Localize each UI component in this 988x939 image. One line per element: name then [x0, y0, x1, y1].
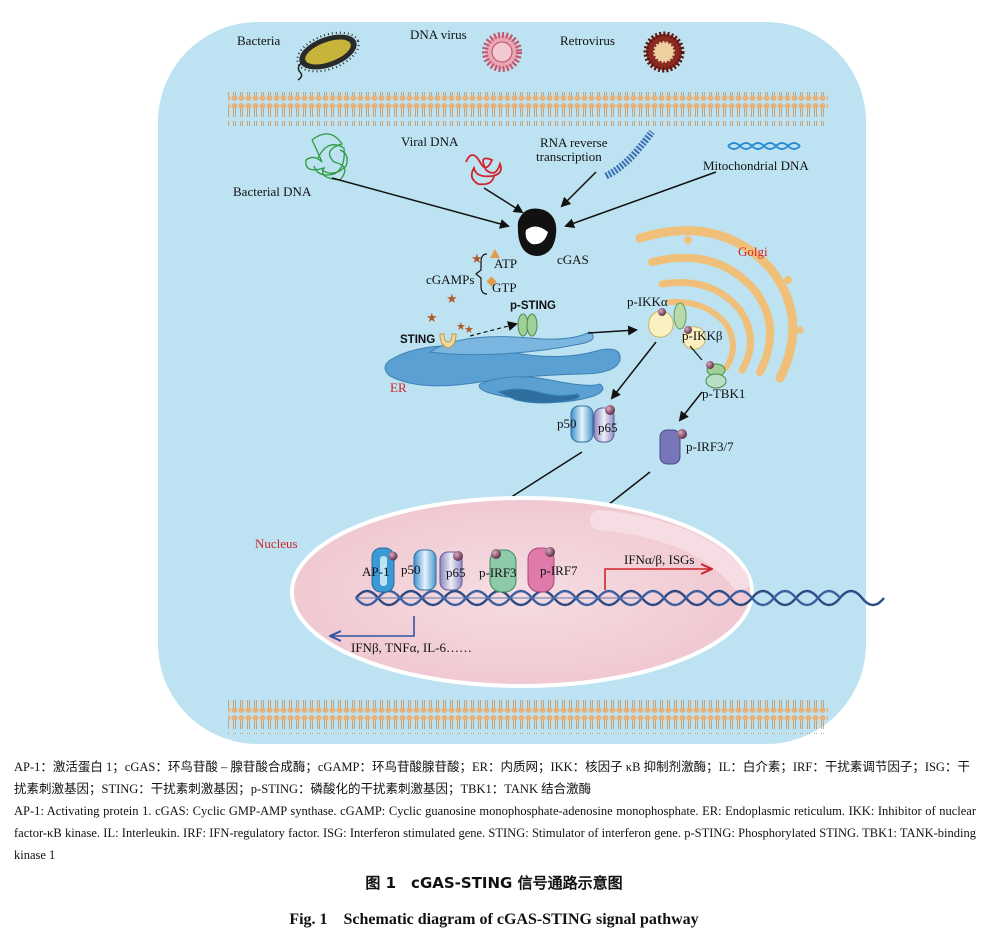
rna-rt-label-1: RNA reverse: [540, 135, 608, 150]
p-sting-protein: [517, 313, 538, 337]
p65-label: p65: [598, 420, 618, 435]
link-ikk-tbk1: [689, 345, 703, 361]
bacteria-icon: [296, 31, 360, 81]
ikk-green-protein: [673, 302, 687, 330]
p-ikkb-protein: [682, 326, 706, 350]
p-tbk1-label: p-TBK1: [702, 386, 745, 401]
ap1-protein: [371, 547, 398, 593]
golgi-organelle: [635, 226, 798, 383]
retrovirus-label: Retrovirus: [560, 33, 615, 48]
arrow-cytokine-output: [332, 616, 415, 636]
p-sting-label: p-STING: [510, 300, 556, 312]
cgamp-star-icon: ★: [446, 291, 458, 306]
caption-chinese: AP-1：激活蛋白 1；cGAS：环鸟苷酸 – 腺苷酸合成酶；cGAMP：环鸟苷…: [14, 760, 970, 796]
figure-title-english: Fig. 1 Schematic diagram of cGAS-STING s…: [289, 911, 699, 928]
gtp-icon: [486, 276, 497, 287]
caption-english: AP-1: Activating protein 1. cGAS: Cyclic…: [14, 804, 976, 862]
p-irf3-label: p-IRF3: [479, 565, 517, 580]
plasma-membrane-top: [228, 92, 828, 126]
ap1-label: AP-1: [362, 564, 389, 579]
p-irf7-label: p-IRF7: [540, 563, 578, 578]
p-irf7-protein: [527, 547, 555, 593]
sting-label: STING: [400, 334, 435, 346]
p-irf37-protein: [659, 429, 687, 465]
rna-rt-label-2: transcription: [536, 149, 602, 164]
nuclear-p65-label: p65: [446, 565, 466, 580]
bacterial-dna-label: Bacterial DNA: [233, 184, 312, 199]
dna-helix: [355, 589, 885, 607]
rna-icon: [604, 129, 655, 180]
figure-title-chinese: 图 1 cGAS-STING 信号通路示意图: [365, 874, 623, 892]
p-ikkb-label: p-IKKβ: [682, 328, 723, 343]
cgamp-star-icon: ★: [464, 324, 474, 336]
cgas-protein: [517, 208, 557, 256]
arrow-bacterial-dna-cgas: [331, 177, 510, 229]
arrow-ifn-output: [604, 569, 710, 590]
arrow-ikk-p50p65: [610, 341, 657, 400]
nuclear-p65-protein: [439, 551, 463, 591]
mitochondrial-dna-icon: [727, 142, 801, 150]
arrow-psting-ikk: [587, 325, 638, 336]
mito-dna-label: Mitochondrial DNA: [703, 158, 809, 173]
dna-virus-label: DNA virus: [410, 27, 467, 42]
sting-protein: [439, 333, 457, 349]
retrovirus-icon: [643, 31, 685, 73]
p50-label: p50: [557, 416, 577, 431]
bacterial-dna-icon: [305, 133, 348, 181]
nuclear-p50-label: p50: [401, 562, 421, 577]
pathway-diagram: Bacteria DNA virus Retrovirus Bacterial …: [158, 22, 885, 744]
ifn-output-label: IFNα/β, ISGs: [624, 552, 695, 567]
p65-protein: [593, 405, 615, 443]
cgas-label: cGAS: [557, 252, 589, 267]
atp-icon: [490, 249, 500, 258]
p-tbk1-protein: [705, 361, 727, 389]
gtp-label: GTP: [492, 280, 517, 295]
arrow-tbk1-irf: [678, 391, 703, 422]
nucleus-highlight: [590, 510, 750, 590]
cytokine-output-label: IFNβ, TNFα, IL-6……: [351, 640, 472, 655]
viral-dna-icon: [465, 154, 502, 186]
cgamps-bracket: [475, 253, 488, 295]
golgi-vesicles: [684, 236, 804, 334]
plasma-membrane-bottom: [228, 700, 828, 734]
viral-dna-label: Viral DNA: [401, 134, 459, 149]
atp-label: ATP: [494, 256, 517, 271]
p-ikka-protein: [648, 308, 674, 338]
cgamp-star-icon: ★: [471, 251, 483, 266]
bacteria-label: Bacteria: [237, 33, 281, 48]
nuclear-p50-protein: [413, 549, 437, 591]
cgamps-label: cGAMPs: [426, 272, 474, 287]
er-label: ER: [390, 380, 407, 395]
golgi-label: Golgi: [738, 244, 768, 259]
cgamp-star-icon: ★: [426, 310, 438, 325]
cgamp-star-icon: ★: [456, 321, 466, 333]
nucleus-label: Nucleus: [255, 536, 298, 551]
p-irf37-label: p-IRF3/7: [686, 439, 734, 454]
arrow-viral-dna-cgas: [483, 187, 524, 214]
arrow-rna-cgas: [560, 171, 597, 208]
arrow-sting-pstinged: [469, 321, 518, 337]
arrow-mito-dna-cgas: [564, 171, 717, 228]
p-ikka-label: p-IKKα: [627, 294, 668, 309]
dna-virus-icon: [482, 32, 522, 72]
er-organelle: [384, 331, 621, 404]
p-irf3-protein: [489, 549, 517, 593]
p50-protein: [570, 405, 594, 443]
